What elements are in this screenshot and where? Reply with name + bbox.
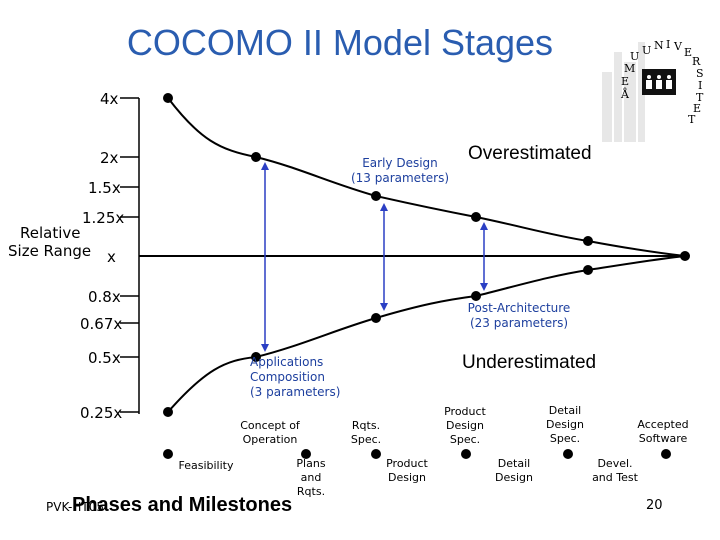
early-design-line2: (13 parameters)	[350, 171, 450, 185]
tick-2x: 2x	[100, 149, 119, 167]
app-comp-line1: Applications	[250, 355, 324, 369]
milestone-line: Detail	[548, 404, 582, 417]
phase-line: Detail	[497, 457, 531, 470]
svg-text:I: I	[666, 38, 670, 51]
phase-devel-and-test: Devel. and Test	[582, 457, 648, 485]
y-ticks	[120, 97, 139, 413]
milestone-line: Concept of	[240, 419, 300, 432]
svg-text:E: E	[693, 102, 701, 115]
phase-line: Rqts.	[296, 485, 326, 498]
y-axis-label-line1: Relative	[20, 224, 81, 242]
milestone-line: Product	[444, 405, 486, 418]
milestone-line: Rqts.	[351, 419, 381, 432]
phase-line: and Test	[592, 471, 638, 484]
early-design-label: Early Design (13 parameters)	[340, 156, 460, 186]
svg-text:S: S	[696, 67, 704, 80]
svg-text:T: T	[696, 91, 704, 104]
curve-points	[163, 93, 690, 417]
page-number: 20	[646, 498, 663, 513]
post-architecture-label: Post-Architecture (23 parameters)	[454, 301, 584, 331]
svg-text:E: E	[621, 75, 629, 88]
footer-course-code: PVK-HT05	[46, 500, 105, 514]
milestone-line: Operation	[242, 433, 298, 446]
svg-text:V: V	[673, 40, 683, 53]
svg-text:E: E	[684, 46, 692, 59]
svg-text:M: M	[624, 62, 635, 75]
phase-plans-and-rqts: Plans and Rqts.	[286, 457, 336, 499]
phase-line: Feasibility	[178, 459, 234, 472]
app-comp-line3: (3 parameters)	[250, 385, 341, 399]
milestone-line: Spec.	[350, 433, 382, 446]
tick-1-25x: 1.25x	[82, 209, 125, 227]
phase-product-design: Product Design	[377, 457, 437, 485]
phase-detail-design: Detail Design	[484, 457, 544, 485]
phase-line: Design	[495, 471, 533, 484]
svg-text:U: U	[642, 44, 651, 57]
svg-text:Å: Å	[620, 87, 630, 101]
milestone-product-design-spec: Product Design Spec.	[430, 405, 500, 447]
milestone-line: Software	[638, 432, 688, 445]
milestone-points	[163, 449, 671, 459]
milestone-concept-of-operation: Concept of Operation	[230, 419, 310, 447]
milestone-line: Design	[546, 418, 584, 431]
phase-line: and	[300, 471, 322, 484]
milestone-line: Accepted	[637, 418, 689, 431]
phase-line: Design	[388, 471, 426, 484]
phase-line: Product	[386, 457, 428, 470]
tick-x: x	[107, 248, 116, 266]
tick-0-8x: 0.8x	[88, 288, 121, 306]
tick-0-67x: 0.67x	[80, 315, 123, 333]
y-axis-label-line2: Size Range	[8, 242, 92, 260]
overestimated-label: Overestimated	[468, 143, 592, 164]
phase-line: Devel.	[597, 457, 633, 470]
tick-1-5x: 1.5x	[88, 179, 121, 197]
phase-feasibility: Feasibility	[168, 459, 244, 473]
svg-text:R: R	[692, 55, 701, 68]
page-title: COCOMO II Model Stages	[126, 22, 554, 63]
svg-text:N: N	[654, 39, 664, 52]
milestone-line: Spec.	[549, 432, 581, 445]
tick-0-25x: 0.25x	[80, 404, 123, 422]
early-design-line1: Early Design	[362, 156, 438, 170]
post-architecture-line2: (23 parameters)	[469, 316, 569, 330]
milestone-accepted-software: Accepted Software	[628, 418, 698, 446]
tick-0-5x: 0.5x	[88, 349, 121, 367]
svg-text:T: T	[688, 113, 696, 126]
post-architecture-line1: Post-Architecture	[467, 301, 571, 315]
svg-text:U: U	[630, 50, 639, 63]
milestone-detail-design-spec: Detail Design Spec.	[530, 404, 600, 446]
range-arrows	[261, 162, 488, 352]
tick-4x: 4x	[100, 90, 119, 108]
milestone-line: Spec.	[449, 433, 481, 446]
phase-line: Plans	[296, 457, 326, 470]
milestone-rqts-spec: Rqts. Spec.	[336, 419, 396, 447]
footer-title: Phases and Milestones	[72, 494, 293, 516]
lower-bound-curve	[167, 255, 686, 413]
app-comp-line2: Composition	[250, 370, 325, 384]
milestone-line: Design	[446, 419, 484, 432]
underestimated-label: Underestimated	[462, 352, 597, 373]
svg-text:I: I	[698, 79, 702, 92]
applications-composition-label: Applications Composition (3 parameters)	[250, 355, 360, 400]
